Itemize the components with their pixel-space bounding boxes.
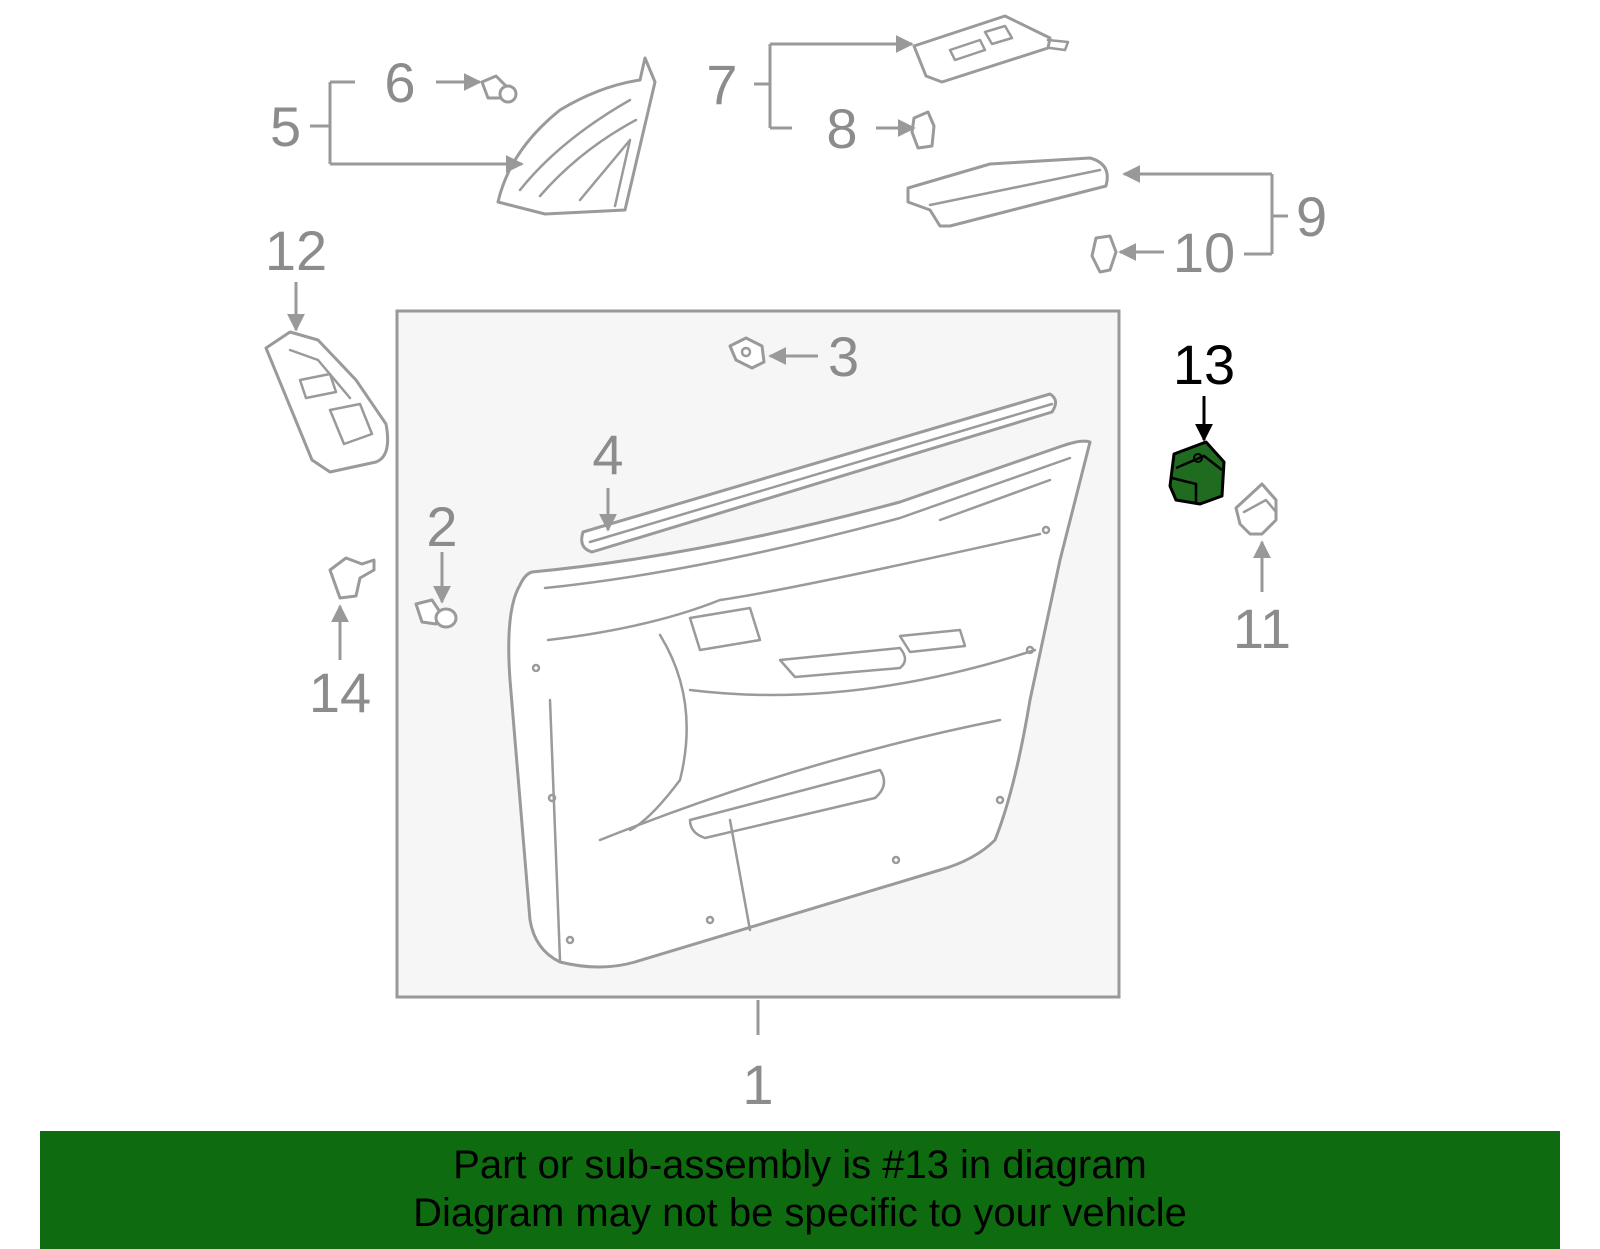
part-8-clip[interactable] [910, 110, 936, 150]
part-5-mirror-cover[interactable] [496, 56, 657, 216]
part-3-clip[interactable] [728, 336, 766, 370]
part-7-switch-base[interactable] [912, 14, 1070, 84]
callout-6: 6 [384, 51, 415, 114]
callout-14: 14 [309, 661, 371, 724]
callout-4: 4 [592, 423, 623, 486]
part-10-clip[interactable] [1090, 234, 1118, 274]
callout-2: 2 [426, 495, 457, 558]
callout-8: 8 [826, 97, 857, 160]
part-2-clip[interactable] [414, 598, 458, 629]
callout-10: 10 [1173, 221, 1235, 284]
banner-line-2: Diagram may not be specific to your vehi… [413, 1191, 1187, 1235]
callout-12: 12 [265, 219, 327, 282]
callout-3: 3 [828, 325, 859, 388]
leader-lines [287, 44, 1288, 1035]
part-9-armrest[interactable] [906, 156, 1109, 228]
callout-7: 7 [706, 53, 737, 116]
callout-1: 1 [742, 1053, 773, 1116]
info-banner: Part or sub-assembly is #13 in diagram D… [40, 1131, 1560, 1249]
part-12-master-switch[interactable] [264, 330, 390, 474]
callout-11: 11 [1233, 597, 1291, 660]
callout-5: 5 [270, 95, 301, 158]
part-4-weatherstrip[interactable] [580, 392, 1057, 554]
part-1-door-trim-panel[interactable] [507, 439, 1092, 969]
banner-line-1: Part or sub-assembly is #13 in diagram [453, 1143, 1147, 1187]
callout-13: 13 [1173, 333, 1235, 396]
part-6-clip[interactable] [480, 74, 518, 104]
part-11-switch[interactable] [1234, 482, 1278, 536]
part-14-clip[interactable] [328, 556, 376, 600]
callout-9: 9 [1296, 185, 1327, 248]
part-13-switch[interactable] [1168, 440, 1226, 506]
